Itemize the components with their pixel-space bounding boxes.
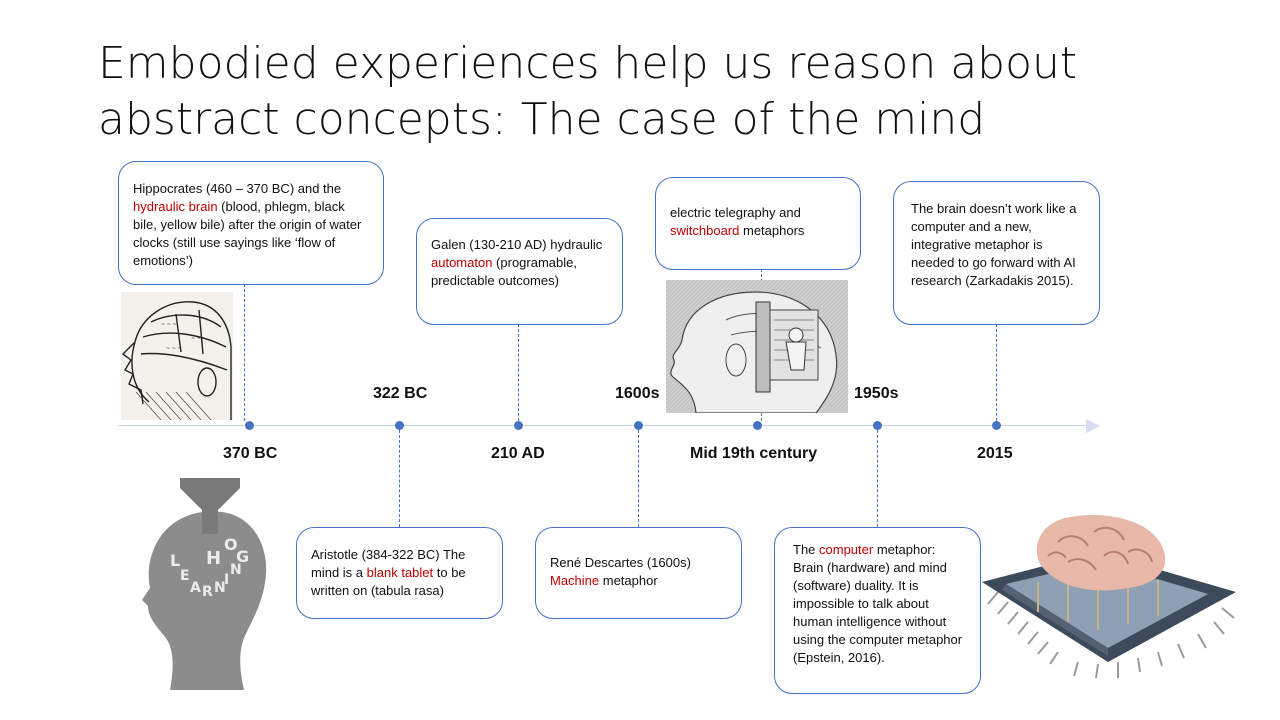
box-hippocrates: Hippocrates (460 – 370 BC) and the hydra… [118, 161, 384, 285]
aristotle-text-1: Aristotle (384-322 BC) The mind is a [311, 547, 466, 580]
head-letter-n: N [214, 580, 226, 596]
svg-text:~ ~ ~: ~ ~ ~ [166, 346, 182, 352]
timeline-dot-370bc [245, 421, 254, 430]
head-letter-g: G [236, 547, 249, 566]
descartes-highlight: Machine [550, 573, 600, 588]
head-letter-l: L [170, 551, 180, 570]
box-computer: The computer metaphor: Brain (hardware) … [774, 527, 981, 694]
telegraph-highlight: switchboard [670, 223, 740, 238]
connector-210ad [518, 324, 519, 421]
timeline-dot-mid19 [753, 421, 762, 430]
box-galen: Galen (130-210 AD) hydraulic automaton (… [416, 218, 623, 325]
label-322bc: 322 BC [373, 385, 428, 402]
title-line-2: abstract concepts: The case of the mind [98, 94, 986, 145]
title-line-1: Embodied experiences help us reason abou… [98, 38, 1078, 89]
connector-1950s [877, 430, 878, 527]
galen-highlight: automaton [431, 255, 493, 270]
connector-322bc [399, 430, 400, 527]
aristotle-text-2: to be written on (tabula rasa) [311, 565, 466, 598]
hippocrates-highlight: hydraulic brain [133, 199, 218, 214]
label-2015: 2015 [977, 445, 1013, 462]
label-370bc: 370 BC [223, 445, 278, 462]
timeline-dot-210ad [514, 421, 523, 430]
phrenology-head-image: ~ ~ ~ ~ ~ ~ ~ ~ [121, 292, 233, 420]
box-zarkadakis: The brain doesn’t work like a computer a… [893, 181, 1100, 325]
timeline-dot-322bc [395, 421, 404, 430]
timeline-dot-1600s [634, 421, 643, 430]
computer-highlight: computer [819, 542, 874, 557]
learning-head-image: L E A R N I N G H O [142, 478, 267, 690]
head-letter-e: E [180, 568, 190, 584]
brain-chip-image [982, 515, 1236, 679]
head-letter-h: H [206, 548, 221, 569]
computer-text-2: metaphor: Brain (hardware) and mind (sof… [793, 542, 963, 665]
box-telegraph: electric telegraphy and switchboard meta… [655, 177, 861, 270]
zarkadakis-text: The brain doesn’t work like a computer a… [911, 201, 1077, 288]
telegraph-text-2: metaphors [739, 223, 805, 238]
telegraph-text-1: electric telegraphy and [670, 205, 801, 220]
timeline-dot-1950s [873, 421, 882, 430]
svg-text:~ ~ ~: ~ ~ ~ [161, 322, 177, 328]
timeline-arrowhead [1086, 419, 1100, 433]
head-letter-r: R [202, 584, 213, 600]
timeline-axis [118, 425, 1090, 426]
label-1950s: 1950s [854, 385, 899, 402]
svg-text:~ ~: ~ ~ [191, 336, 201, 342]
computer-text-1: The [793, 542, 820, 557]
slide-title: Embodied experiences help us reason abou… [98, 36, 1198, 148]
box-descartes: René Descartes (1600s) Machine metaphor [535, 527, 742, 619]
head-letter-a: A [190, 580, 201, 596]
connector-1600s [638, 430, 639, 527]
connector-2015 [996, 324, 997, 421]
hippocrates-text-2: (blood, phlegm, black bile, yellow bile)… [133, 199, 362, 268]
head-letter-n2: N [230, 562, 242, 578]
hippocrates-text-1: Hippocrates (460 – 370 BC) and the [133, 181, 342, 196]
descartes-text-1: René Descartes (1600s) [550, 555, 691, 570]
aristotle-highlight: blank tablet [366, 565, 434, 580]
label-mid19: Mid 19th century [690, 445, 818, 462]
box-aristotle: Aristotle (384-322 BC) The mind is a bla… [296, 527, 503, 619]
galen-text-1: Galen (130-210 AD) hydraulic [431, 237, 603, 252]
timeline-dot-2015 [992, 421, 1001, 430]
connector-370bc [244, 284, 245, 421]
switchboard-head-image [666, 280, 848, 413]
head-letter-o: O [224, 535, 238, 554]
descartes-text-2: metaphor [599, 573, 658, 588]
head-letter-i: I [224, 572, 229, 588]
galen-text-2: (programable, predictable outcomes) [431, 255, 577, 288]
label-1600s: 1600s [615, 385, 660, 402]
label-210ad: 210 AD [491, 445, 545, 462]
